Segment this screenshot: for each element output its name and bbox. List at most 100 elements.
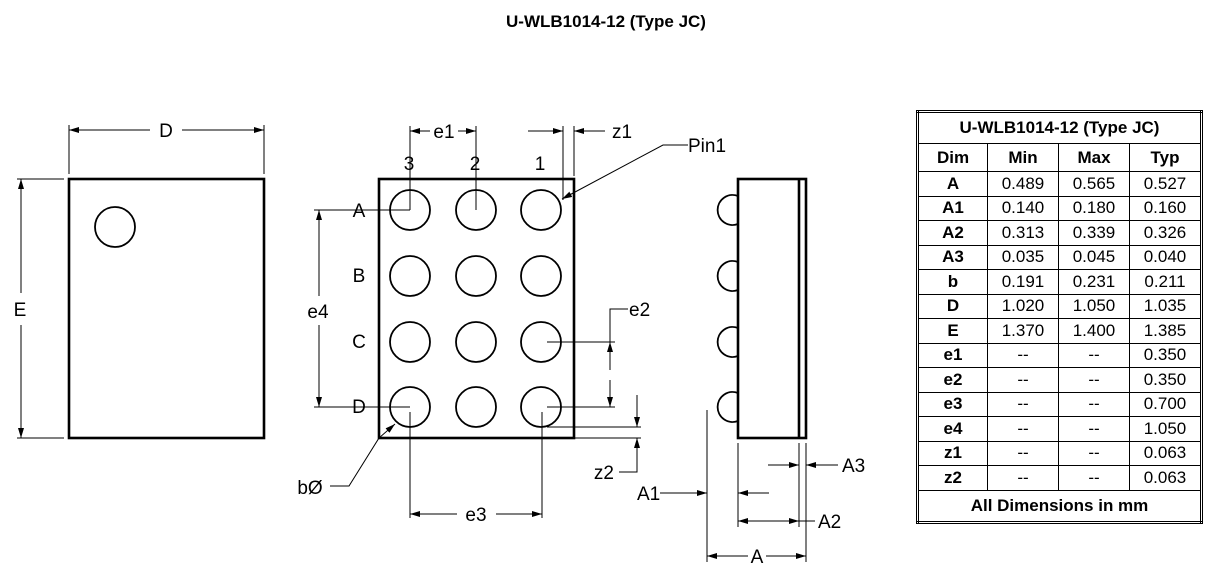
typ-cell: 1.035	[1129, 293, 1202, 319]
max-cell: --	[1058, 342, 1130, 368]
dim-label-a3: A3	[842, 456, 865, 477]
table-title: U-WLB1014-12 (Type JC)	[917, 111, 1202, 144]
min-cell: --	[987, 391, 1059, 417]
min-cell: --	[987, 465, 1059, 491]
max-cell: 1.400	[1058, 318, 1130, 344]
dim-label-e4: e4	[307, 302, 329, 323]
dim-name-cell: E	[917, 318, 988, 344]
pin1-label: Pin1	[688, 136, 726, 157]
typ-cell: 0.063	[1129, 440, 1202, 466]
max-cell: --	[1058, 465, 1130, 491]
dim-label-a2: A2	[818, 512, 841, 533]
bottom-view: 3 2 1 A B C D e1 z1 Pin1 e4 e2	[297, 122, 726, 526]
max-cell: --	[1058, 367, 1130, 393]
dim-label-e2: e2	[629, 300, 650, 321]
typ-cell: 0.700	[1129, 391, 1202, 417]
min-cell: --	[987, 416, 1059, 442]
min-cell: 1.370	[987, 318, 1059, 344]
max-cell: --	[1058, 416, 1130, 442]
min-cell: 0.489	[987, 171, 1059, 197]
e2-leader	[609, 308, 628, 342]
min-cell: --	[987, 367, 1059, 393]
dim-name-cell: e4	[917, 416, 988, 442]
dim-name-cell: z1	[917, 440, 988, 466]
row-label: A	[353, 201, 366, 222]
dim-name-cell: A	[917, 171, 988, 197]
column-header-max: Max	[1058, 143, 1130, 172]
table-row: e3----0.700	[917, 391, 1202, 417]
dim-name-cell: A1	[917, 195, 988, 221]
column-header-dim: Dim	[917, 143, 988, 172]
max-cell: 0.180	[1058, 195, 1130, 221]
dim-label-b: bØ	[297, 478, 323, 499]
min-cell: --	[987, 342, 1059, 368]
max-cell: --	[1058, 440, 1130, 466]
pin1-marker	[94, 206, 136, 248]
dim-name-cell: b	[917, 269, 988, 295]
side-solder-ball	[716, 260, 739, 292]
dim-label-z2: z2	[594, 463, 614, 484]
solder-ball	[455, 386, 497, 428]
solder-ball	[455, 255, 497, 297]
typ-cell: 0.040	[1129, 244, 1202, 270]
max-cell: 0.045	[1058, 244, 1130, 270]
table-row: z1----0.063	[917, 440, 1202, 466]
dim-name-cell: z2	[917, 465, 988, 491]
side-view: A3 A1 A2 A	[637, 177, 865, 568]
solder-ball	[389, 321, 431, 363]
ball-grid	[389, 189, 562, 428]
table-row: e4----1.050	[917, 416, 1202, 442]
dim-label-e: E	[14, 300, 27, 321]
typ-cell: 0.160	[1129, 195, 1202, 221]
solder-ball	[389, 255, 431, 297]
dim-label-e3: e3	[465, 505, 486, 526]
typ-cell: 0.326	[1129, 220, 1202, 246]
column-header-typ: Typ	[1129, 143, 1202, 172]
table-row: z2----0.063	[917, 465, 1202, 491]
pin1-leader	[561, 144, 688, 200]
package-outline-side	[736, 177, 808, 440]
dim-line-z2	[619, 438, 640, 473]
typ-cell: 0.063	[1129, 465, 1202, 491]
side-solder-ball	[716, 194, 739, 226]
dim-name-cell: e2	[917, 367, 988, 393]
side-balls	[716, 194, 739, 423]
typ-cell: 1.385	[1129, 318, 1202, 344]
solder-ball	[455, 321, 497, 363]
table-header-row: Dim Min Max Typ	[917, 143, 1202, 172]
min-cell: 0.313	[987, 220, 1059, 246]
column-label: 2	[470, 154, 481, 175]
solder-ball	[520, 189, 562, 231]
dim-label-e1: e1	[433, 122, 454, 143]
column-header-min: Min	[987, 143, 1059, 172]
max-cell: 0.231	[1058, 269, 1130, 295]
side-solder-ball	[716, 391, 739, 423]
dim-label-d: D	[159, 121, 173, 142]
row-label: C	[352, 332, 366, 353]
min-cell: 0.140	[987, 195, 1059, 221]
column-label: 1	[535, 154, 546, 175]
dimensions-table: U-WLB1014-12 (Type JC) Dim Min Max Typ A…	[916, 110, 1203, 524]
package-outline-top	[67, 177, 266, 440]
typ-cell: 0.527	[1129, 171, 1202, 197]
table-row: e2----0.350	[917, 367, 1202, 393]
side-solder-ball	[716, 326, 739, 358]
dim-label-z1: z1	[612, 122, 632, 143]
typ-cell: 1.050	[1129, 416, 1202, 442]
typ-cell: 0.211	[1129, 269, 1202, 295]
top-view: D E	[14, 121, 266, 440]
dim-name-cell: e1	[917, 342, 988, 368]
dim-name-cell: A2	[917, 220, 988, 246]
column-label: 3	[404, 154, 415, 175]
page-title: U-WLB1014-12 (Type JC)	[506, 12, 706, 31]
dim-name-cell: A3	[917, 244, 988, 270]
min-cell: --	[987, 440, 1059, 466]
